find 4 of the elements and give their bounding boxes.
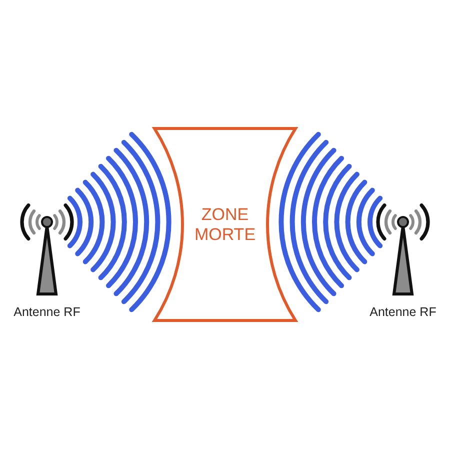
antenna-caption: Antenne RF [14, 305, 80, 320]
zone-label: ZONE MORTE [194, 204, 256, 244]
dead-zone-shape [153, 127, 297, 322]
antenna-caption: Antenne RF [370, 305, 436, 320]
